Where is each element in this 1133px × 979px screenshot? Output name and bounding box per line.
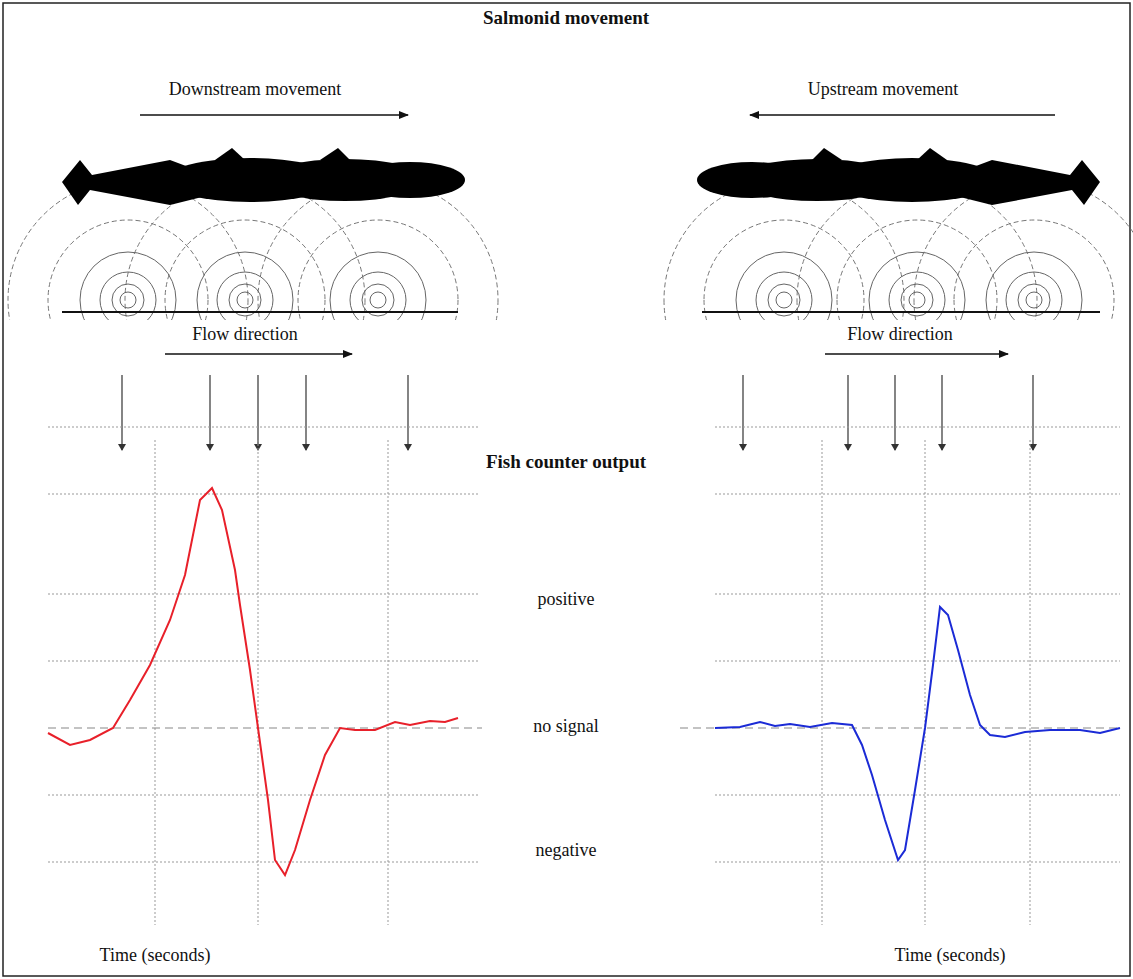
title: Salmonid movement xyxy=(483,8,649,29)
downstream-signal xyxy=(48,488,458,875)
baseline xyxy=(680,727,1122,728)
flow-arrow xyxy=(165,353,352,355)
movement-label: Downstream movement xyxy=(169,80,341,100)
axis-title: Time (seconds) xyxy=(100,946,211,966)
flow-label: Flow direction xyxy=(192,325,298,345)
movement-arrow xyxy=(750,114,1055,116)
frame xyxy=(3,3,1130,976)
time-marker-arrows xyxy=(122,375,1033,450)
movement-arrow xyxy=(140,114,408,116)
axis-title: Time (seconds) xyxy=(895,946,1006,966)
movement-label: Upstream movement xyxy=(808,80,958,100)
upstream-signal xyxy=(715,607,1120,860)
axis-label: positive xyxy=(538,590,595,610)
fish-illustration xyxy=(664,148,1133,420)
section-heading: Fish counter output xyxy=(486,452,646,473)
flow-arrow xyxy=(825,353,1008,355)
flow-label: Flow direction xyxy=(847,325,953,345)
plot-grid xyxy=(48,427,1120,925)
axis-label: no signal xyxy=(533,717,599,737)
axis-label: negative xyxy=(536,841,597,861)
fish-illustration xyxy=(8,148,498,420)
